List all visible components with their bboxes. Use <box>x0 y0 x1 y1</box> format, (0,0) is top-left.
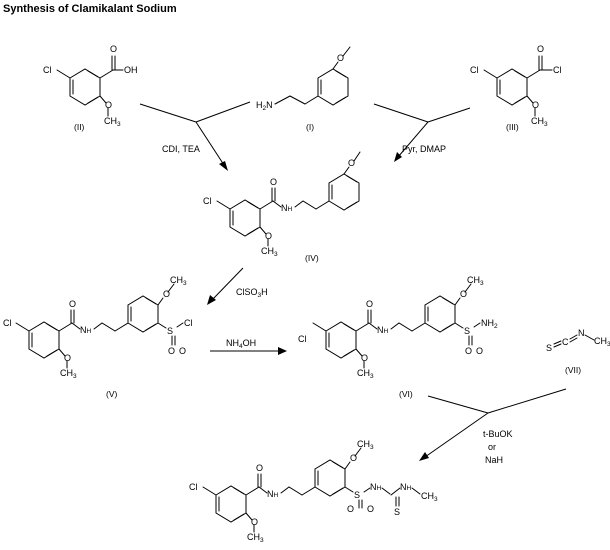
atom-cl: Cl <box>203 196 212 206</box>
atom-nh: NH <box>267 489 279 499</box>
atom-cl: Cl <box>553 65 562 75</box>
atom-o: O <box>367 504 374 514</box>
atom-ch3: CH3 <box>594 336 610 348</box>
arrow-step-3 <box>207 267 244 305</box>
atom-o: O <box>251 517 258 527</box>
atom-o: O <box>163 289 170 299</box>
atom-o: O <box>537 44 544 54</box>
atom-s: S <box>167 326 173 336</box>
reagent-step-1: CDI, TEA <box>162 144 200 154</box>
atom-cl: Cl <box>298 334 307 344</box>
atom-o: O <box>361 353 368 363</box>
arrow-step-1 <box>139 101 251 171</box>
atom-nh: NH <box>400 482 412 492</box>
atom-o: O <box>179 346 186 356</box>
atom-o: O <box>465 346 472 356</box>
compound-i-label: (I) <box>306 122 314 132</box>
compound-iii-structure: Cl O Cl O CH3 <box>470 44 562 128</box>
atom-o: O <box>105 100 112 110</box>
compound-v-structure: Cl O NH O CH3 S Cl O O O CH3 <box>3 275 193 380</box>
compound-v-label: (V) <box>106 389 118 399</box>
atom-ch3: CH3 <box>357 439 374 451</box>
compound-vi-structure: Cl O NH O CH3 S NH2 O O O CH3 <box>298 275 498 380</box>
atom-s: S <box>464 326 470 336</box>
atom-cl: Cl <box>43 65 52 75</box>
compound-ii-label: (II) <box>74 122 85 132</box>
atom-cl: Cl <box>184 318 193 328</box>
atom-h2n: H2N <box>256 100 273 112</box>
atom-s: S <box>394 507 400 517</box>
atom-o: O <box>168 346 175 356</box>
atom-o: O <box>460 289 467 299</box>
atom-o: O <box>348 158 355 168</box>
atom-ch3: CH3 <box>261 246 278 258</box>
atom-ch3: CH3 <box>104 116 121 128</box>
atom-cl: Cl <box>470 65 479 75</box>
atom-ch3: CH3 <box>531 116 548 128</box>
atom-o: O <box>64 353 71 363</box>
reagent-step-5-line-3: NaH <box>485 455 503 465</box>
atom-cl: Cl <box>189 482 198 492</box>
atom-ch3: CH3 <box>467 275 484 287</box>
atom-nh: NH <box>370 482 382 492</box>
compound-vii-label: (VII) <box>565 365 581 375</box>
atom-o: O <box>347 504 354 514</box>
compound-iii-label: (III) <box>506 122 519 132</box>
atom-ch3: CH3 <box>170 275 187 287</box>
atom-o: O <box>69 299 76 309</box>
compound-i-structure: H2N O <box>256 46 351 112</box>
arrow-step-4 <box>210 347 287 355</box>
atom-o: O <box>532 100 539 110</box>
atom-o: O <box>350 453 357 463</box>
atom-nh: NH <box>80 325 92 335</box>
reagent-step-4: NH4OH <box>226 338 256 350</box>
atom-n: N <box>578 328 585 338</box>
atom-nh: NH <box>281 203 293 213</box>
arrow-step-2 <box>373 103 471 162</box>
atom-o: O <box>476 346 483 356</box>
compound-iv-label: (IV) <box>305 253 319 263</box>
scheme-title: Synthesis of Clamikalant Sodium <box>3 3 177 15</box>
compound-ii-structure: Cl O OH O CH3 <box>43 44 138 128</box>
atom-nh2: NH2 <box>481 318 498 330</box>
arrow-step-5 <box>419 388 567 461</box>
atom-o: O <box>265 231 272 241</box>
atom-nh: NH <box>377 325 389 335</box>
compound-vi-label: (VI) <box>399 389 413 399</box>
atom-o: O <box>366 299 373 309</box>
atom-s: S <box>546 343 552 353</box>
atom-ch3: CH3 <box>357 368 374 380</box>
atom-o: O <box>256 463 263 473</box>
reagent-step-5: t-BuOK or NaH <box>483 429 513 465</box>
reagent-step-2: Pyr, DMAP <box>402 144 446 154</box>
reagent-step-3: ClSO3H <box>236 287 268 299</box>
compound-iv-structure: Cl O NH O O CH3 <box>203 151 361 258</box>
atom-oh: OH <box>124 65 138 75</box>
final-product-structure: Cl O NH O CH3 S NH NH CH3 S O O O CH3 <box>189 439 438 544</box>
atom-o: O <box>337 53 344 63</box>
reagent-step-5-line-1: t-BuOK <box>483 429 513 439</box>
atom-ch3: CH3 <box>247 532 264 544</box>
atom-ch3: CH3 <box>60 368 77 380</box>
atom-c: C <box>562 337 569 347</box>
atom-ch3: CH3 <box>421 491 438 503</box>
compound-vii-structure: S C N CH3 <box>546 328 610 353</box>
atom-cl: Cl <box>3 318 12 328</box>
reagent-step-5-line-2: or <box>488 442 496 452</box>
atom-s: S <box>354 490 360 500</box>
atom-o: O <box>110 44 117 54</box>
atom-o: O <box>270 177 277 187</box>
